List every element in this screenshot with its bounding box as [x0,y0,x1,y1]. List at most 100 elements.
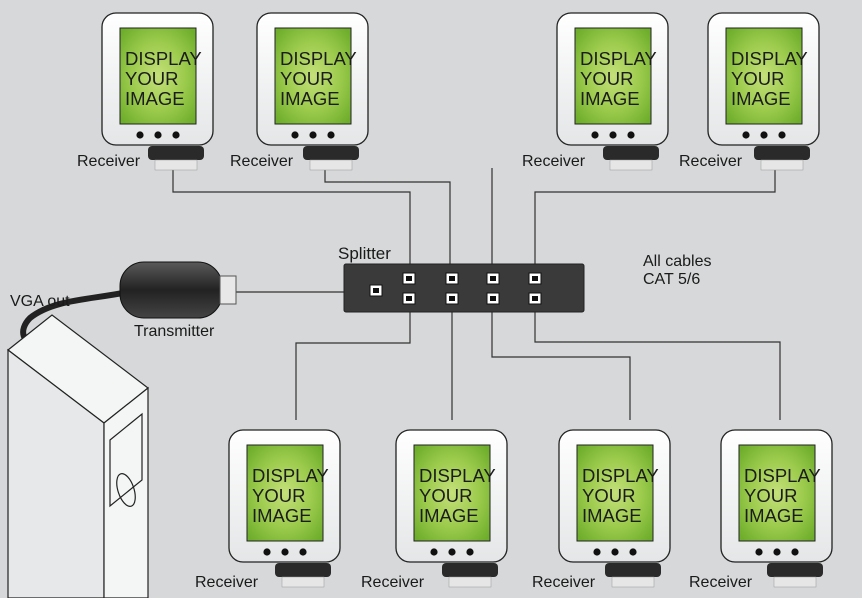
screen-line-2: YOUR [280,68,333,89]
screen-line-1: DISPLAY [580,48,657,69]
screen-line-2: YOUR [582,485,635,506]
monitor-button [778,131,786,139]
receiver-label: Receiver [77,153,141,170]
splitter-port [445,272,459,285]
note-line-2: CAT 5/6 [643,271,700,288]
monitor-button [611,548,619,556]
monitor-button [742,131,750,139]
monitor-screen [738,444,816,542]
monitor-button [172,131,180,139]
monitor-stand [754,146,810,160]
monitor-base [309,159,353,171]
monitor-stand [275,563,331,577]
monitor-button [430,548,438,556]
monitor: DISPLAY YOUR IMAGE Receiver [230,12,369,171]
monitor-button [791,548,799,556]
cable-receiver-bottom-1 [295,306,411,420]
monitor-button [281,548,289,556]
tower-front-bay [109,412,143,508]
splitter-port [486,292,500,305]
monitor-base [609,159,653,171]
monitor-stand [303,146,359,160]
note-line-1: All cables [643,253,711,270]
screen-line-3: IMAGE [125,88,185,109]
monitor: DISPLAY YOUR IMAGE Receiver [195,429,341,591]
computer-tower: VGA out [7,287,149,598]
monitor-button [327,131,335,139]
monitor-base [611,576,655,588]
monitor-button [627,131,635,139]
screen-line-1: DISPLAY [280,48,357,69]
monitor-stand [603,146,659,160]
monitor-button [593,548,601,556]
receiver-label: Receiver [679,153,743,170]
monitor-stand [148,146,204,160]
monitor-base [760,159,804,171]
receiver-label: Receiver [361,574,425,591]
cable-receiver-bottom-3 [491,306,631,420]
monitor: DISPLAY YOUR IMAGE Receiver [77,12,214,171]
splitter-port [445,292,459,305]
monitor-button [773,548,781,556]
monitor-button [448,548,456,556]
screen-line-1: DISPLAY [744,465,821,486]
splitter-port [402,292,416,305]
screen-line-1: DISPLAY [252,465,329,486]
transmitter: Transmitter [119,261,237,340]
cable-receiver-top-2 [324,168,451,268]
screen-line-3: IMAGE [580,88,640,109]
monitor-screen [576,444,654,542]
splitter-input-port [369,284,383,297]
cable-receiver-bottom-4 [534,306,781,420]
splitter-label: Splitter [338,244,391,263]
monitor-button [291,131,299,139]
screen-line-2: YOUR [731,68,784,89]
screen-line-2: YOUR [252,485,305,506]
receiver-label: Receiver [532,574,596,591]
cables [172,168,781,420]
cable-receiver-top-1 [172,168,411,268]
screen-line-3: IMAGE [744,505,804,526]
screen-line-1: DISPLAY [125,48,202,69]
screen-line-2: YOUR [419,485,472,506]
monitor: DISPLAY YOUR IMAGE Receiver [532,429,671,591]
receiver-label: Receiver [230,153,294,170]
screen-line-3: IMAGE [280,88,340,109]
screen-line-3: IMAGE [419,505,479,526]
monitor-button [591,131,599,139]
screen-line-2: YOUR [744,485,797,506]
monitor-button [629,548,637,556]
splitter-port [402,272,416,285]
monitor: DISPLAY YOUR IMAGE Receiver [689,429,833,591]
screen-line-2: YOUR [125,68,178,89]
screen-line-3: IMAGE [252,505,312,526]
monitor-button [136,131,144,139]
monitor-button [154,131,162,139]
screen-line-1: DISPLAY [582,465,659,486]
monitor-button [263,548,271,556]
receiver-label: Receiver [689,574,753,591]
monitor-screen [274,27,352,125]
screen-line-1: DISPLAY [419,465,496,486]
vga-out-label: VGA out [10,293,70,310]
transmitter-body [119,261,223,319]
splitter-port [528,292,542,305]
monitor-button [755,548,763,556]
screen-line-3: IMAGE [731,88,791,109]
screen-line-3: IMAGE [582,505,642,526]
splitter-port [486,272,500,285]
monitor-base [773,576,817,588]
monitor-screen [119,27,197,125]
splitter-ports [369,272,542,305]
monitor-base [448,576,492,588]
receiver-label: Receiver [195,574,259,591]
monitor-base [281,576,325,588]
monitor: DISPLAY YOUR IMAGE Receiver [522,12,669,171]
cable-receiver-top-4 [534,168,776,268]
tower-side [7,348,105,598]
monitor-stand [442,563,498,577]
monitor-screen [246,444,324,542]
monitor-screen [574,27,652,125]
